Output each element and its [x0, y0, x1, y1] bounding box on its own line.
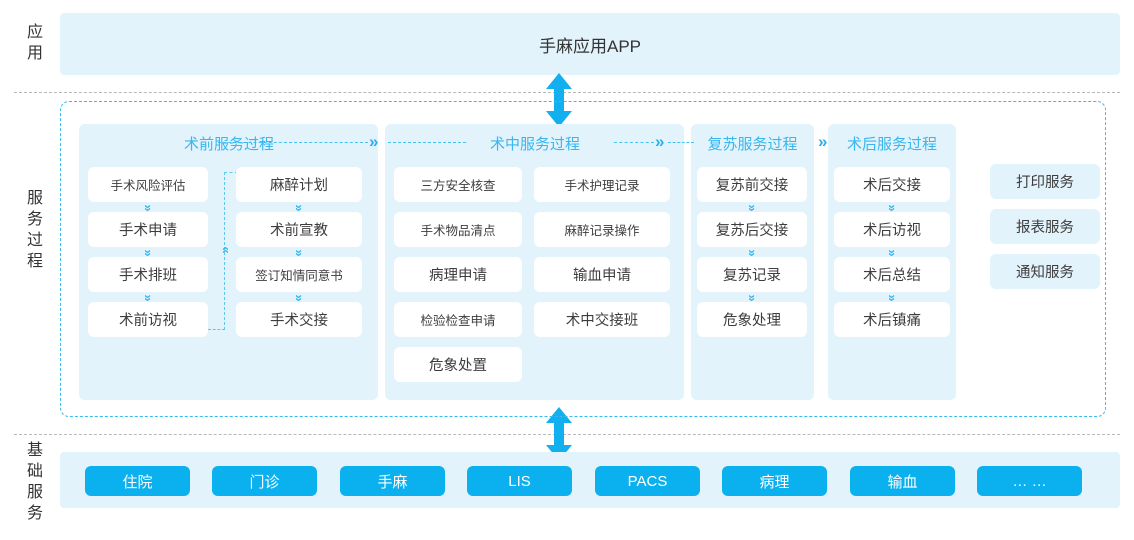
infrastructure-pill[interactable]: 病理	[722, 466, 827, 496]
service-process-boundary	[60, 101, 1106, 417]
phase-chevron-icon-1: »	[369, 132, 379, 151]
row-label-application-char-0: 应	[26, 24, 43, 41]
application-title: 手麻应用APP	[538, 36, 642, 56]
process-item[interactable]: 术前宣教	[236, 212, 362, 247]
row-label-application: 应用	[18, 22, 52, 64]
process-item[interactable]: 手术物品清点	[394, 212, 522, 247]
process-item[interactable]: 麻醉记录操作	[534, 212, 670, 247]
process-item[interactable]: 手术申请	[88, 212, 208, 247]
infrastructure-pill[interactable]: 输血	[850, 466, 955, 496]
feedback-chevron-icon: »	[217, 246, 232, 254]
row-label-infrastructure: 基础服务	[18, 440, 52, 524]
aux-service-report[interactable]: 报表服务	[990, 209, 1100, 244]
phase-title-post-op: 术后服务过程	[846, 135, 937, 153]
infrastructure-pill[interactable]: … …	[977, 466, 1082, 496]
process-item[interactable]: 术前访视	[88, 302, 208, 337]
phase-title-recovery: 复苏服务过程	[707, 135, 798, 153]
row-label-service-char-1: 务	[26, 211, 43, 228]
arrow-application-to-service	[542, 72, 576, 128]
phase-connector-2b	[668, 142, 694, 143]
phase-connector-2a	[614, 142, 654, 143]
phase-title-intra-op: 术中服务过程	[489, 135, 580, 153]
phase-connector-1b	[388, 142, 466, 143]
row-label-service-char-2: 过	[26, 232, 43, 249]
process-item[interactable]: 手术排班	[88, 257, 208, 292]
divider-service-infrastructure	[14, 434, 1120, 435]
process-item[interactable]: 病理申请	[394, 257, 522, 292]
process-item[interactable]: 复苏记录	[697, 257, 807, 292]
row-label-service-char-3: 程	[26, 253, 43, 270]
row-label-service-char-0: 服	[26, 190, 43, 207]
process-item[interactable]: 术中交接班	[534, 302, 670, 337]
process-item[interactable]: 术后交接	[834, 167, 950, 202]
row-label-infrastructure-char-3: 务	[26, 505, 43, 522]
process-item[interactable]: 手术交接	[236, 302, 362, 337]
row-label-infrastructure-char-1: 础	[26, 463, 43, 480]
process-item[interactable]: 手术风险评估	[88, 167, 208, 202]
process-item[interactable]: 术后访视	[834, 212, 950, 247]
infrastructure-pill[interactable]: 手麻	[340, 466, 445, 496]
phase-chevron-icon-3: »	[818, 132, 828, 151]
process-item[interactable]: 手术护理记录	[534, 167, 670, 202]
process-item[interactable]: 复苏后交接	[697, 212, 807, 247]
divider-application-service	[14, 92, 1120, 93]
pre-op-feedback-connector: »	[208, 172, 238, 330]
process-item[interactable]: 术后镇痛	[834, 302, 950, 337]
infrastructure-pill[interactable]: 门诊	[212, 466, 317, 496]
process-item[interactable]: 麻醉计划	[236, 167, 362, 202]
aux-service-notify[interactable]: 通知服务	[990, 254, 1100, 289]
process-item[interactable]: 输血申请	[534, 257, 670, 292]
process-item[interactable]: 复苏前交接	[697, 167, 807, 202]
process-item[interactable]: 签订知情同意书	[236, 257, 362, 292]
infrastructure-pill[interactable]: 住院	[85, 466, 190, 496]
aux-service-print[interactable]: 打印服务	[990, 164, 1100, 199]
process-item[interactable]: 检验检查申请	[394, 302, 522, 337]
application-banner: 手麻应用APP	[60, 13, 1120, 75]
row-label-application-char-1: 用	[26, 45, 43, 62]
arrow-service-to-infrastructure	[542, 406, 576, 462]
row-label-service: 服务过程	[18, 188, 52, 272]
process-item[interactable]: 危象处理	[697, 302, 807, 337]
row-label-infrastructure-char-0: 基	[26, 442, 43, 459]
process-item[interactable]: 术后总结	[834, 257, 950, 292]
row-label-infrastructure-char-2: 服	[26, 484, 43, 501]
phase-title-pre-op: 术前服务过程	[183, 135, 274, 153]
process-item[interactable]: 危象处置	[394, 347, 522, 382]
process-item[interactable]: 三方安全核查	[394, 167, 522, 202]
phase-chevron-icon-2: »	[655, 132, 665, 151]
phase-connector-1a	[218, 142, 368, 143]
infrastructure-pill[interactable]: LIS	[467, 466, 572, 496]
infrastructure-pill[interactable]: PACS	[595, 466, 700, 496]
